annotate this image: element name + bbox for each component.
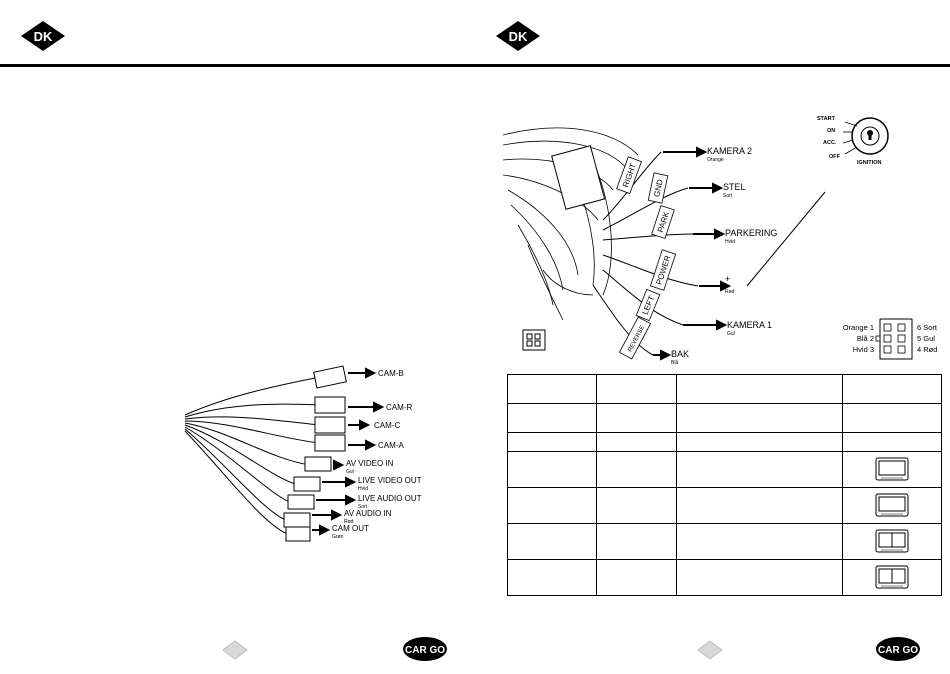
parkering-color: Hvid — [725, 239, 735, 245]
live-audio-out-label: LIVE AUDIO OUT — [358, 494, 422, 503]
kamera2-color: Orange — [707, 157, 724, 163]
footer-diamond-icon — [222, 640, 248, 660]
cam-out-color: Grøn — [332, 534, 344, 540]
live-video-out-color: Hvid — [358, 486, 368, 492]
pin-sort-6: 6 Sort — [917, 323, 938, 332]
ignition-off: OFF — [829, 154, 841, 160]
bak-color: Blå — [671, 359, 678, 366]
dk-badge-text-right: DK — [509, 29, 528, 44]
bak-label: BAK — [671, 349, 689, 359]
left-page: DK — [0, 21, 475, 661]
ignition-on: ON — [827, 128, 835, 134]
stel-color: Sort — [723, 193, 733, 199]
dk-badge-icon-right: DK — [496, 21, 540, 51]
live-audio-out-color: Sort — [358, 504, 368, 510]
av-video-in-color: Gul — [346, 469, 354, 475]
pin-gul-5: 5 Gul — [917, 334, 935, 343]
av-cable-diagram: CAM-B CAM-R CAM-C CAM-A AV VIDEO IN Gul … — [184, 365, 422, 542]
cam-r-label: CAM-R — [386, 403, 412, 412]
cargo-logo: CAR GO — [403, 637, 447, 661]
table-row — [507, 487, 942, 524]
wire-tag-gnd: GND — [652, 178, 665, 197]
monitor-single-icon — [875, 493, 909, 516]
stel-label: STEL — [723, 182, 746, 192]
pin-orange-1: Orange 1 — [843, 323, 874, 332]
ignition-lead-line — [746, 191, 826, 287]
av-audio-in-label: AV AUDIO IN — [344, 509, 392, 518]
ignition-acc: ACC. — [823, 140, 837, 146]
header-rule — [0, 64, 475, 67]
cargo-logo-text: CAR GO — [405, 645, 445, 656]
table-row — [507, 432, 942, 452]
parkering-label: PARKERING — [725, 228, 777, 238]
footer-diamond-icon-right — [697, 640, 723, 660]
pin-bla-2: Blå 2 — [857, 334, 874, 343]
wire-harness-diagram: RIGHT GND PARK POWER LEFT REVERSE KAMERA… — [503, 127, 777, 366]
pin-hvid-3: Hvid 3 — [853, 345, 874, 354]
table-row — [507, 559, 942, 596]
kamera1-color: Gul — [727, 331, 735, 337]
plus-color: Rød — [725, 289, 735, 295]
av-audio-in-color: Rød — [344, 519, 354, 525]
header-rule-right — [475, 64, 950, 67]
ignition-switch-diagram: START ON ACC. OFF IGNITION — [817, 116, 889, 166]
cargo-logo-right: CAR GO — [876, 637, 920, 661]
table-row — [507, 451, 942, 488]
plus-label: + — [725, 274, 730, 284]
cam-a-label: CAM-A — [378, 441, 404, 450]
live-video-out-label: LIVE VIDEO OUT — [358, 476, 422, 485]
cargo-logo-text-right: CAR GO — [878, 645, 918, 656]
ignition-start: START — [817, 116, 836, 122]
dk-badge-text: DK — [34, 29, 53, 44]
connector-pinout: Orange 1 Blå 2 Hvid 3 6 Sort 5 Gul 4 Rød — [843, 318, 938, 360]
table-row — [507, 403, 942, 433]
av-video-in-label: AV VIDEO IN — [346, 459, 394, 468]
monitor-single-icon — [875, 457, 909, 480]
mode-table — [507, 374, 942, 596]
kamera2-label: KAMERA 2 — [707, 146, 752, 156]
monitor-split-icon — [875, 565, 909, 588]
table-row — [507, 374, 942, 404]
kamera1-label: KAMERA 1 — [727, 320, 772, 330]
ignition-caption: IGNITION — [857, 160, 881, 166]
pin-rod-4: 4 Rød — [917, 345, 937, 354]
right-page: DK RIGHT GND PA — [475, 0, 950, 674]
table-row — [507, 523, 942, 560]
monitor-split-icon — [875, 529, 909, 552]
dk-badge-icon: DK — [21, 21, 65, 51]
cam-b-label: CAM-B — [378, 369, 404, 378]
cam-out-label: CAM OUT — [332, 524, 369, 533]
cam-c-label: CAM-C — [374, 421, 400, 430]
